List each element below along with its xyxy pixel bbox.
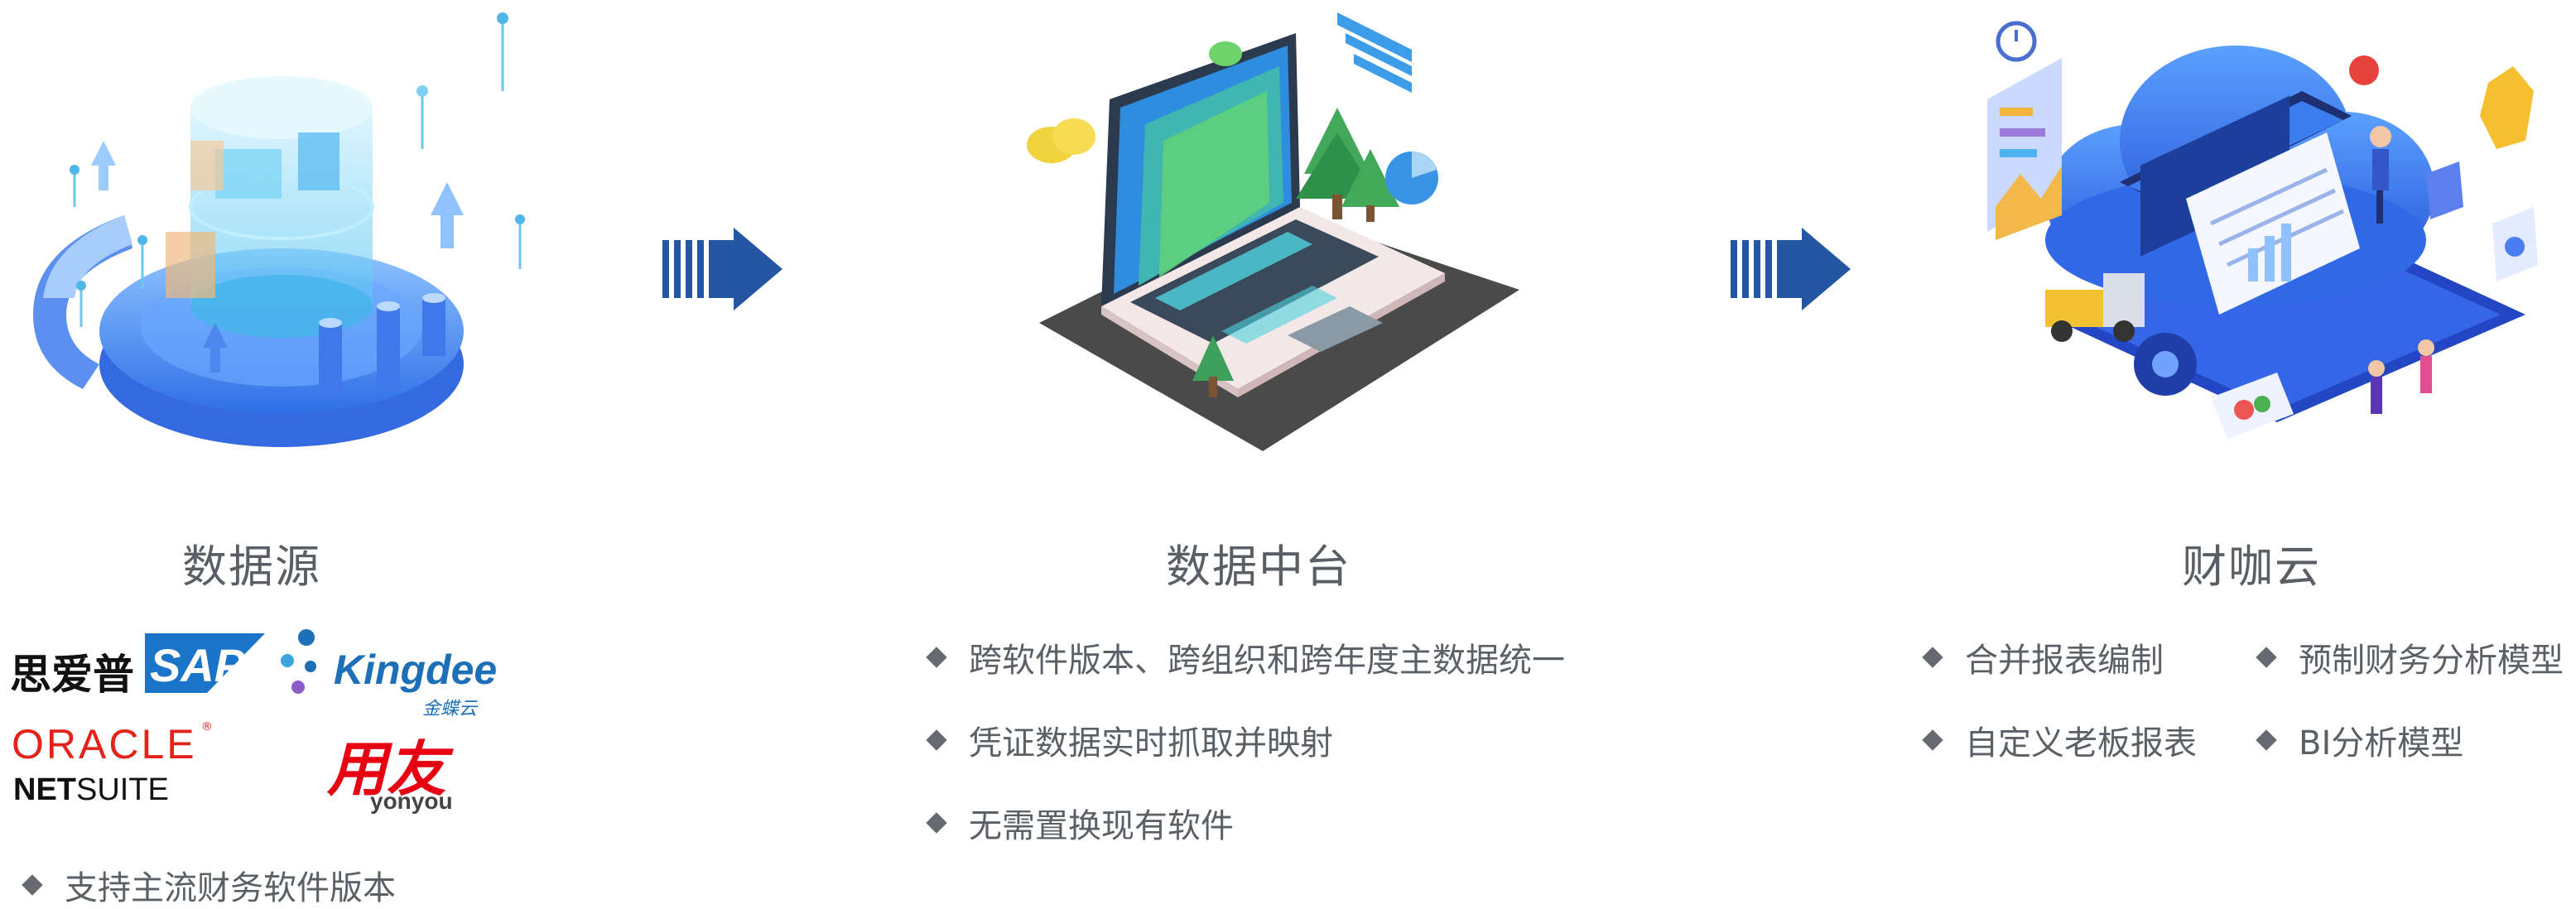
netsuite-logo: NETSUITE — [13, 772, 169, 807]
diamond-bullet-icon — [2256, 647, 2277, 668]
diamond-bullet-icon — [926, 729, 947, 751]
source-title: 数据源 — [182, 541, 321, 593]
cloud-finance-illustration — [1987, 21, 2538, 439]
diamond-bullet-icon — [926, 812, 947, 834]
flow-arrow-icon — [1731, 228, 1851, 310]
list-item: 跨软件版本、跨组织和跨年度主数据统一 — [926, 633, 1565, 681]
kingdee-logo: Kingdee 金蝶云 — [277, 629, 501, 719]
registered-mark: ® — [200, 720, 213, 733]
list-item: 自定义老板报表 — [1922, 716, 2197, 764]
cloud-title: 财咖云 — [2182, 541, 2321, 593]
diamond-bullet-icon — [22, 874, 43, 896]
flow-arrow-icon — [662, 228, 782, 310]
sap-logo: SAP — [145, 633, 265, 696]
list-item: BI分析模型 — [2256, 716, 2463, 764]
diamond-bullet-icon — [1922, 729, 1943, 751]
oracle-logo: ORACLE ® — [12, 720, 213, 767]
diamond-bullet-icon — [1922, 647, 1943, 668]
list-item: 无需置换现有软件 — [926, 799, 1234, 847]
diamond-bullet-icon — [926, 647, 947, 668]
list-item: 凭证数据实时抓取并映射 — [926, 716, 1333, 764]
platform-title: 数据中台 — [1166, 541, 1351, 593]
sap-logo-shape — [145, 633, 265, 693]
list-item: 支持主流财务软件版本 — [22, 861, 396, 909]
kingdee-dots-icon — [281, 629, 316, 694]
laptop-illustration — [1027, 12, 1519, 451]
diamond-bullet-icon — [2256, 729, 2277, 751]
list-item: 合并报表编制 — [1922, 633, 2164, 681]
sishipu-logo: 思爱普 — [10, 651, 134, 699]
list-item: 预制财务分析模型 — [2256, 633, 2564, 681]
database-illustration — [33, 12, 525, 447]
yonyou-logo: 用友 yonyou — [327, 734, 453, 814]
